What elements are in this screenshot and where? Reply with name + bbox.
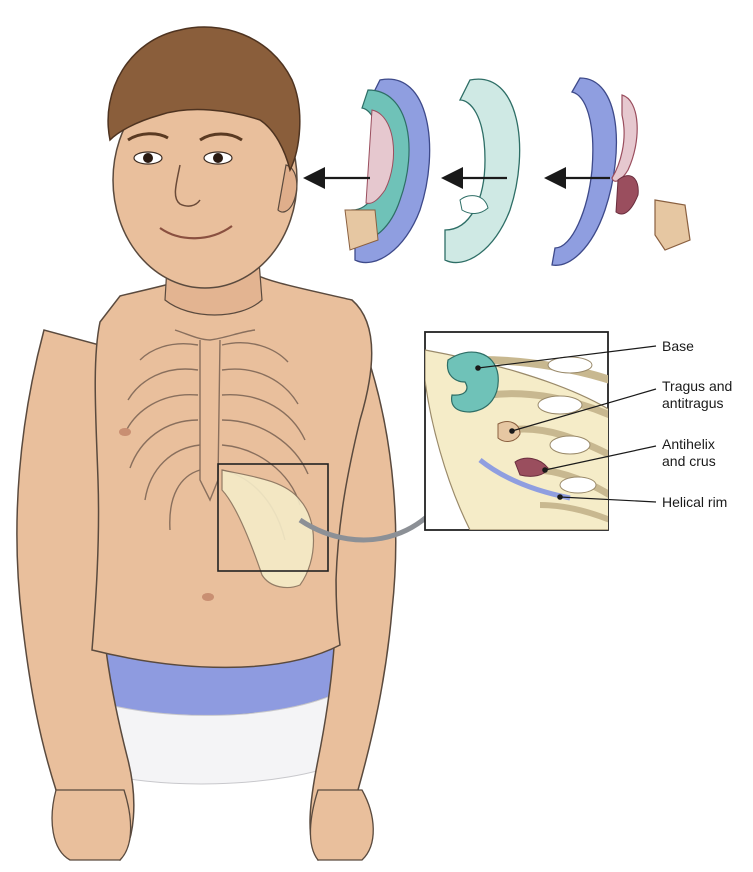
- label-tragus-antitragus: Tragus and antitragus: [662, 378, 732, 412]
- ear-framework-assembled: [345, 79, 430, 262]
- inset-panel: [425, 332, 656, 530]
- left-hand: [52, 790, 131, 860]
- navel: [202, 593, 214, 601]
- ear-separate-pieces: [552, 78, 690, 265]
- ear-base-piece: [445, 79, 520, 262]
- right-hand: [310, 790, 373, 860]
- child-figure: [17, 27, 396, 860]
- inset-tragus-piece: [498, 422, 520, 442]
- label-antihelix-crus: Antihelix and crus: [662, 436, 716, 470]
- label-base: Base: [662, 338, 694, 355]
- label-helical-rim: Helical rim: [662, 494, 727, 511]
- torso: [92, 272, 372, 667]
- nipple: [119, 428, 131, 436]
